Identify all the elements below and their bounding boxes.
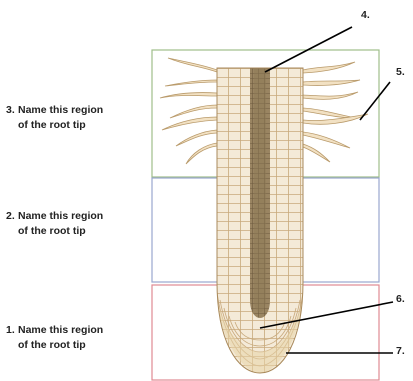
region-2-line2: of the root tip — [6, 224, 103, 239]
region-1-line2: of the root tip — [6, 338, 103, 353]
region-1-line1: Name this region — [18, 324, 103, 336]
callout-4: 4. — [361, 9, 370, 21]
root-body — [210, 60, 310, 380]
region-2-number: 2. — [6, 209, 18, 224]
region-3-line2: of the root tip — [6, 118, 103, 133]
region-2-label: 2.Name this region of the root tip — [6, 209, 103, 239]
callout-6: 6. — [396, 293, 405, 305]
region-3-label: 3.Name this region of the root tip — [6, 103, 103, 133]
region-1-label: 1.Name this region of the root tip — [6, 323, 103, 353]
root-hairs-right — [303, 62, 368, 162]
region-1-number: 1. — [6, 323, 18, 338]
root-hairs-left — [160, 58, 217, 164]
callout-5: 5. — [396, 66, 405, 78]
region-3-number: 3. — [6, 103, 18, 118]
region-3-line1: Name this region — [18, 104, 103, 116]
region-2-line1: Name this region — [18, 210, 103, 222]
callout-7: 7. — [396, 345, 405, 357]
pointer-5 — [360, 82, 390, 120]
